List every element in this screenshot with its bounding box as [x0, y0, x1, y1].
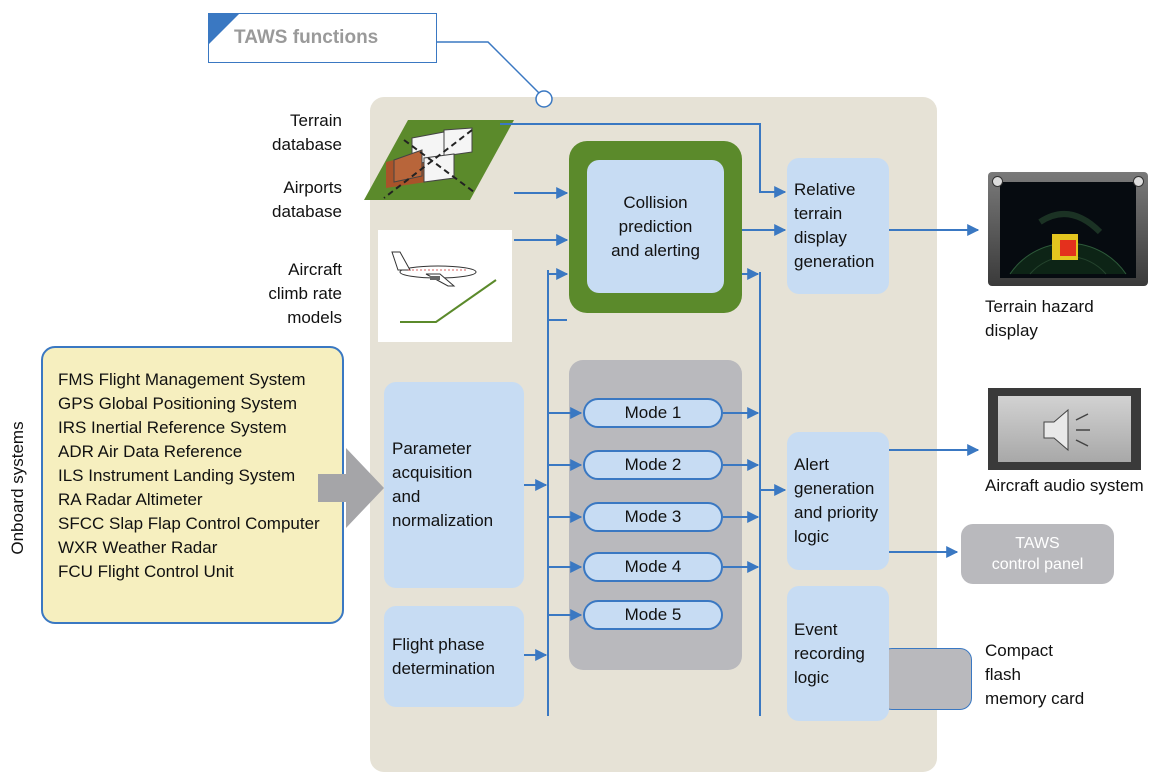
terrain-display-label: Terrain hazard display: [985, 295, 1094, 343]
onboard-systems-list: FMS Flight Management System GPS Global …: [58, 368, 320, 584]
climb-models-line: Aircraft: [288, 260, 342, 279]
onboard-item: ADR Air Data Reference: [58, 442, 243, 461]
parameter-line: normalization: [392, 511, 494, 530]
terrain-db-label: Terrain database: [272, 109, 342, 157]
control-panel-line: TAWS: [1015, 535, 1060, 552]
event-block: Event recording logic: [787, 586, 889, 721]
control-panel-box: TAWS control panel: [961, 524, 1114, 584]
airports-db-line: database: [272, 202, 342, 221]
onboard-item: RA Radar Altimeter: [58, 490, 203, 509]
relative-line: terrain: [794, 204, 843, 223]
title-tag-corner-icon: [209, 14, 239, 44]
page-title: TAWS functions: [234, 27, 379, 48]
screw-icon: [992, 176, 1003, 187]
title-tag: TAWS functions: [208, 13, 437, 63]
screw-icon: [1133, 176, 1144, 187]
onboard-item: FCU Flight Control Unit: [58, 562, 234, 581]
relative-line: Relative: [794, 180, 856, 199]
onboard-item: ILS Instrument Landing System: [58, 466, 296, 485]
onboard-item: IRS Inertial Reference System: [58, 418, 287, 437]
parameter-block: Parameter acquisition and normalization: [384, 382, 524, 588]
flight-phase-block: Flight phase determination: [384, 606, 524, 707]
terrain-db-line: database: [272, 135, 342, 154]
control-panel-line: control panel: [991, 556, 1084, 573]
alert-line: generation: [794, 479, 875, 498]
event-line: recording: [794, 643, 865, 663]
audio-panel: [988, 388, 1141, 470]
relative-terrain-block: Relative terrain display generation: [787, 158, 889, 294]
mode-4: Mode 4: [583, 552, 723, 582]
mode-2: Mode 2: [583, 450, 723, 480]
alert-line: and priority: [794, 503, 879, 522]
climb-models-line: climb rate: [268, 284, 342, 303]
collision-line: prediction: [618, 216, 693, 236]
relative-line: generation: [794, 252, 875, 271]
flight-phase-line: Flight phase: [392, 634, 485, 654]
climb-model-panel: [378, 230, 512, 342]
mode-3: Mode 3: [583, 502, 723, 532]
radar-screen-icon: [1000, 182, 1136, 278]
onboard-item: SFCC Slap Flap Control Computer: [58, 514, 320, 533]
parameter-line: Parameter: [392, 439, 472, 458]
mode-5: Mode 5: [583, 600, 723, 630]
onboard-item: WXR Weather Radar: [58, 538, 218, 557]
flash-line: Compact: [985, 641, 1054, 660]
terrain-display-line: Terrain hazard: [985, 297, 1094, 316]
flight-phase-line: determination: [392, 658, 496, 678]
collision-line: Collision: [623, 192, 688, 212]
flash-card: [880, 648, 972, 710]
alert-block: Alert generation and priority logic: [787, 432, 889, 570]
airplane-icon: [391, 251, 497, 323]
event-line: Event: [794, 619, 838, 639]
parameter-line: acquisition: [392, 463, 473, 482]
mode-1: Mode 1: [583, 398, 723, 428]
onboard-item: GPS Global Positioning System: [58, 394, 298, 413]
onboard-item: FMS Flight Management System: [58, 370, 306, 389]
flash-line: flash: [985, 665, 1021, 684]
collision-block: Collision prediction and alerting: [587, 160, 724, 293]
big-gray-arrow-icon: [318, 448, 384, 528]
alert-line: logic: [794, 527, 829, 546]
climb-models-label: Aircraft climb rate models: [268, 258, 342, 330]
airports-db-line: Airports: [283, 178, 342, 197]
flash-label: Compact flash memory card: [985, 639, 1084, 711]
onboard-systems-box: [41, 346, 344, 624]
relative-line: display: [794, 228, 847, 247]
collision-line: and alerting: [611, 240, 700, 260]
climb-models-line: models: [287, 308, 342, 327]
audio-label: Aircraft audio system: [985, 476, 1144, 495]
alert-line: Alert: [794, 455, 829, 474]
parameter-line: and: [392, 487, 421, 506]
flash-line: memory card: [985, 689, 1085, 708]
terrain-db-line: Terrain: [290, 111, 342, 130]
speaker-icon: [1043, 408, 1090, 452]
terrain-display-screen: [988, 172, 1148, 286]
terrain-map-icon: [364, 120, 514, 200]
event-line: logic: [794, 667, 829, 687]
airports-db-label: Airports database: [272, 176, 342, 224]
terrain-display-line: display: [985, 321, 1038, 340]
